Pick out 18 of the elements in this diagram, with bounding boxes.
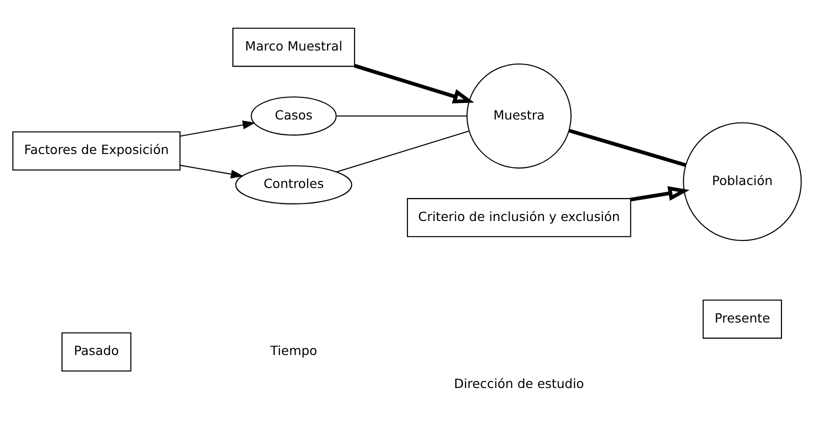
label: Dirección de estudio	[454, 376, 584, 392]
node-circle: Población	[682, 122, 802, 242]
arrow	[180, 120, 256, 137]
connector	[336, 130, 469, 172]
label: Tiempo	[270, 343, 318, 358]
node-ellipse: Casos	[250, 96, 337, 136]
connector	[336, 116, 467, 117]
arrow	[630, 186, 690, 202]
node-box: Factores de Exposición	[12, 131, 181, 171]
node-box: Pasado	[62, 332, 132, 372]
arrow	[180, 164, 244, 178]
node-box: Marco Muestral	[232, 28, 356, 67]
connector	[568, 128, 686, 167]
node-box: Criterio de inclusión y exclusión	[406, 198, 632, 238]
node-ellipse: Controles	[235, 165, 352, 204]
node-box: Presente	[702, 300, 782, 339]
node-circle: Muestra	[466, 63, 572, 169]
arrow	[354, 64, 474, 104]
